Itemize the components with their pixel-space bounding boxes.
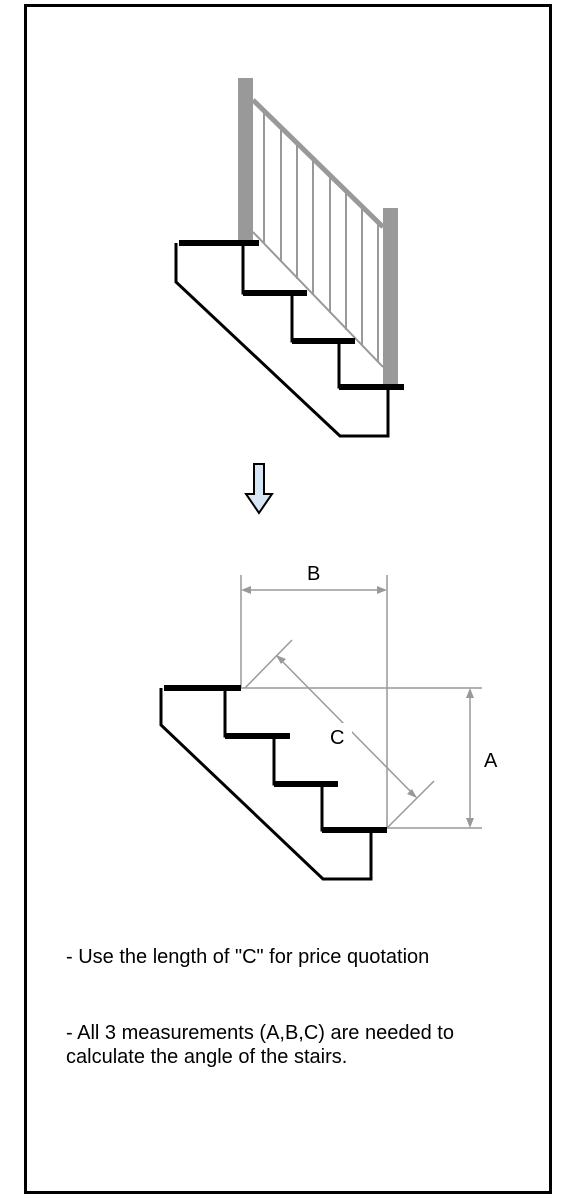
- railing-post-right: [383, 208, 398, 388]
- stair-treads-measured: [164, 685, 387, 833]
- staircase-with-railing: [174, 78, 404, 438]
- dimension-lines: [240, 575, 482, 829]
- note-angle-calculation: - All 3 measurements (A,B,C) are needed …: [66, 1022, 454, 1068]
- railing-post-left: [238, 78, 253, 243]
- balusters: [263, 111, 379, 362]
- dimension-label-c: C: [330, 727, 344, 749]
- staircase-measured: B C A: [159, 558, 498, 881]
- top-rail: [251, 98, 385, 229]
- stair-outline-measured: [159, 688, 373, 881]
- stair-treads: [179, 240, 404, 390]
- dimension-arrowheads: [241, 586, 474, 828]
- bottom-rail: [252, 231, 384, 368]
- diagram-frame: [24, 4, 552, 1194]
- down-arrow-icon: [244, 463, 274, 515]
- dimension-label-b: B: [307, 563, 320, 585]
- note-price-quotation: - Use the length of "C" for price quotat…: [66, 946, 430, 968]
- dimension-label-a: A: [484, 750, 498, 772]
